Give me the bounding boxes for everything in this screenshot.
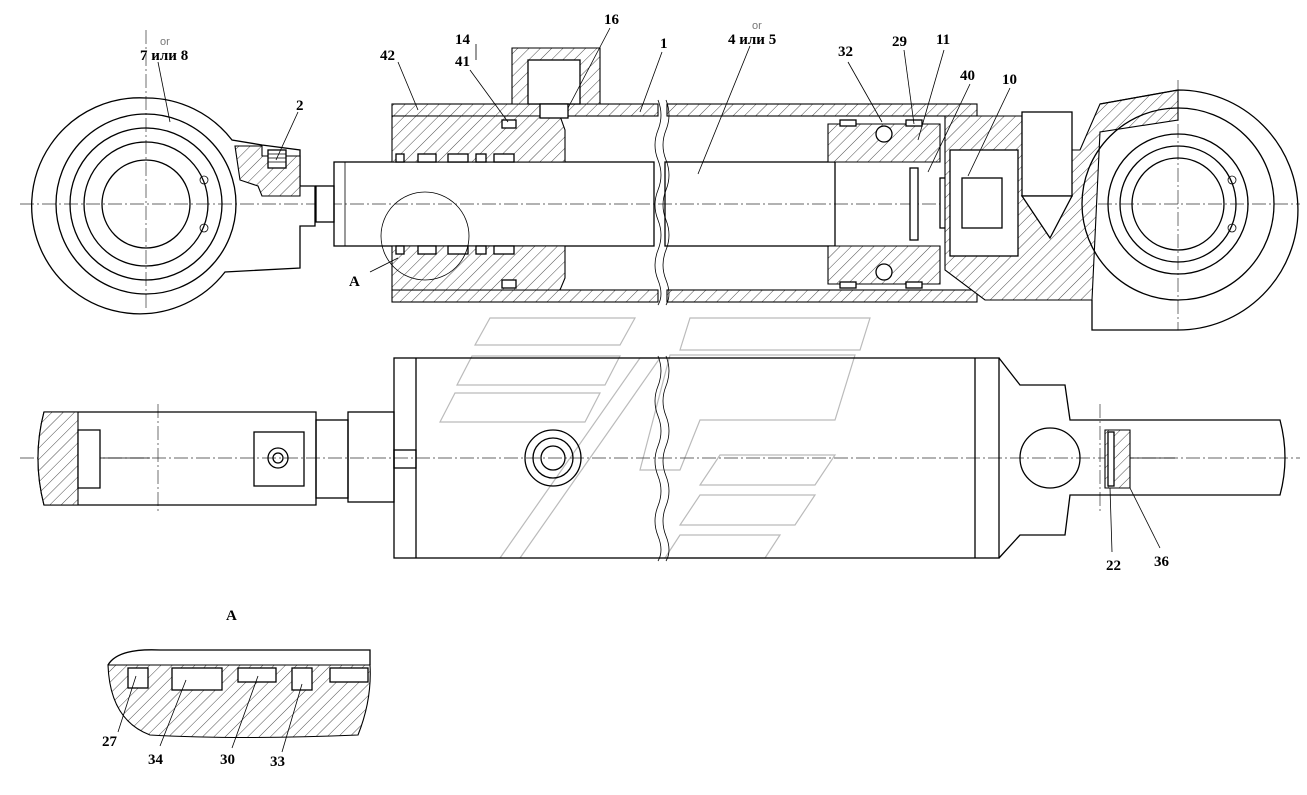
cylinder-tube [391,47,978,303]
cylinder-external-view [20,355,1300,562]
seal-30 [237,667,277,683]
seal-33 [291,667,313,691]
label-27: 27 [102,734,118,750]
label-2: 2 [296,98,304,114]
piston [827,119,951,289]
label-41: 41 [455,54,470,70]
set-screw [267,149,287,169]
part-labels: or 7 или 8 2 42 14 41 16 1 or 4 или 5 32… [102,12,1170,770]
label-33: 33 [270,754,285,770]
label-32: 32 [838,44,853,60]
label-section-a-title: А [226,608,237,624]
left-rod-eye [31,97,335,315]
right-rod-eye [944,89,1299,331]
label-22: 22 [1106,558,1121,574]
label-or-rod: or [752,20,762,32]
label-4-or-5: 4 или 5 [728,32,776,48]
seal-34 [171,667,223,691]
label-42: 42 [380,48,395,64]
cylinder-section-view [20,30,1300,331]
label-40: 40 [960,68,975,84]
label-7-or-8: 7 или 8 [140,48,188,64]
detail-a-circle [380,191,470,281]
label-29: 29 [892,34,907,50]
label-section-a-marker: А [349,274,360,290]
label-or-left: or [160,36,170,48]
detail-a-view [107,649,371,739]
seal-27 [127,667,149,689]
label-11: 11 [936,32,950,48]
label-1: 1 [660,36,668,52]
label-16: 16 [604,12,620,28]
label-34: 34 [148,752,164,768]
label-30: 30 [220,752,235,768]
label-36: 36 [1154,554,1170,570]
label-14: 14 [455,32,471,48]
leader-lines [117,27,1161,753]
label-10: 10 [1002,72,1017,88]
